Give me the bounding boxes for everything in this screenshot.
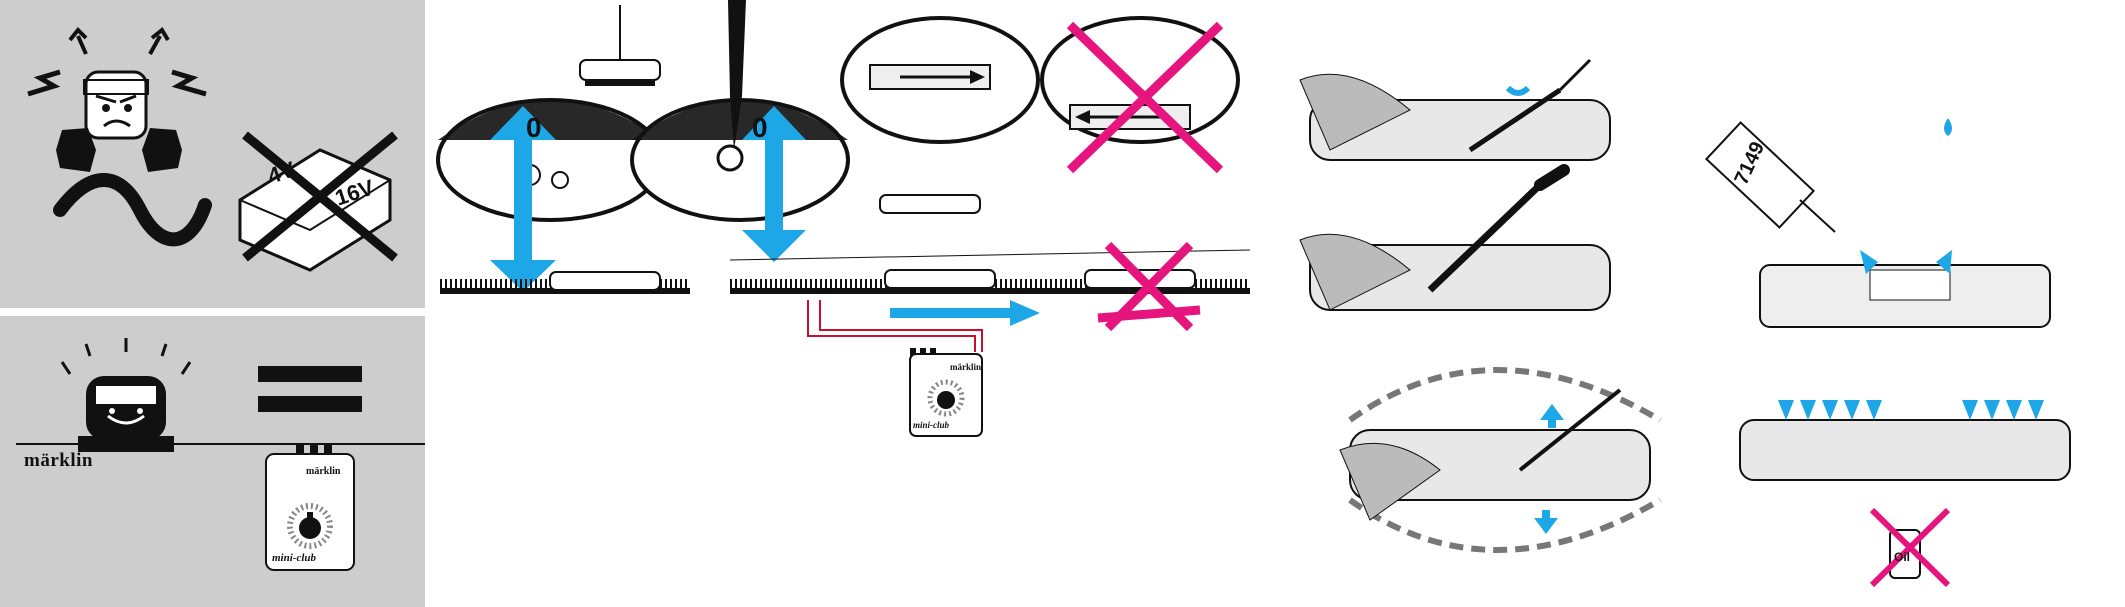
prohibited-oil-can-icon — [1872, 510, 1948, 585]
angry-face-icon — [28, 30, 206, 138]
switch-detail-left — [438, 100, 662, 220]
transformer-brand: märklin — [306, 466, 340, 477]
lubrication-panel: 7149 Oil — [1700, 0, 2125, 607]
locomotive-step-2 — [1300, 170, 1610, 310]
locomotive-step-3 — [1340, 370, 1660, 550]
switch-detail-middle — [632, 100, 848, 220]
locomotive-step-1 — [1300, 60, 1610, 160]
warning-panel-ac: 4V 16V — [0, 0, 425, 308]
locomotive-floating — [880, 195, 980, 213]
prohibited-transformer-icon — [240, 135, 395, 270]
correct-transformer-panel: märklin märklin mini-club — [0, 316, 425, 607]
direction-detail-correct — [842, 18, 1038, 142]
transformer-model: mini-club — [913, 420, 949, 430]
locomotive-frame — [1760, 265, 2050, 327]
oil-drop-icon — [1944, 118, 1952, 136]
transformer-model: mini-club — [272, 552, 316, 564]
locomotive-left — [550, 272, 660, 290]
switch-label-a: 0 — [526, 112, 542, 144]
bogie-frame — [1740, 420, 2070, 480]
transformer-brand: märklin — [950, 362, 981, 372]
housing-removal-panel — [1290, 0, 1690, 607]
ac-wave-icon — [60, 180, 205, 239]
panel-divider — [0, 308, 425, 316]
switch-label-b: 0 — [752, 112, 768, 144]
oil-bottle-icon — [1701, 112, 1835, 238]
locomotive-middle — [885, 270, 995, 288]
brand-logo: märklin — [24, 450, 93, 472]
smiling-locomotive-icon — [62, 338, 190, 452]
switch-setting-panel: 0 0 märklin mini-club — [430, 0, 1270, 607]
locomotive-top — [580, 5, 660, 86]
oil-can-label: Oil — [1894, 550, 1910, 564]
blue-arrow-icon — [1778, 400, 2044, 420]
feed-wire — [808, 300, 982, 352]
blue-arrow-icon — [1508, 88, 1528, 93]
equals-icon — [258, 366, 362, 412]
